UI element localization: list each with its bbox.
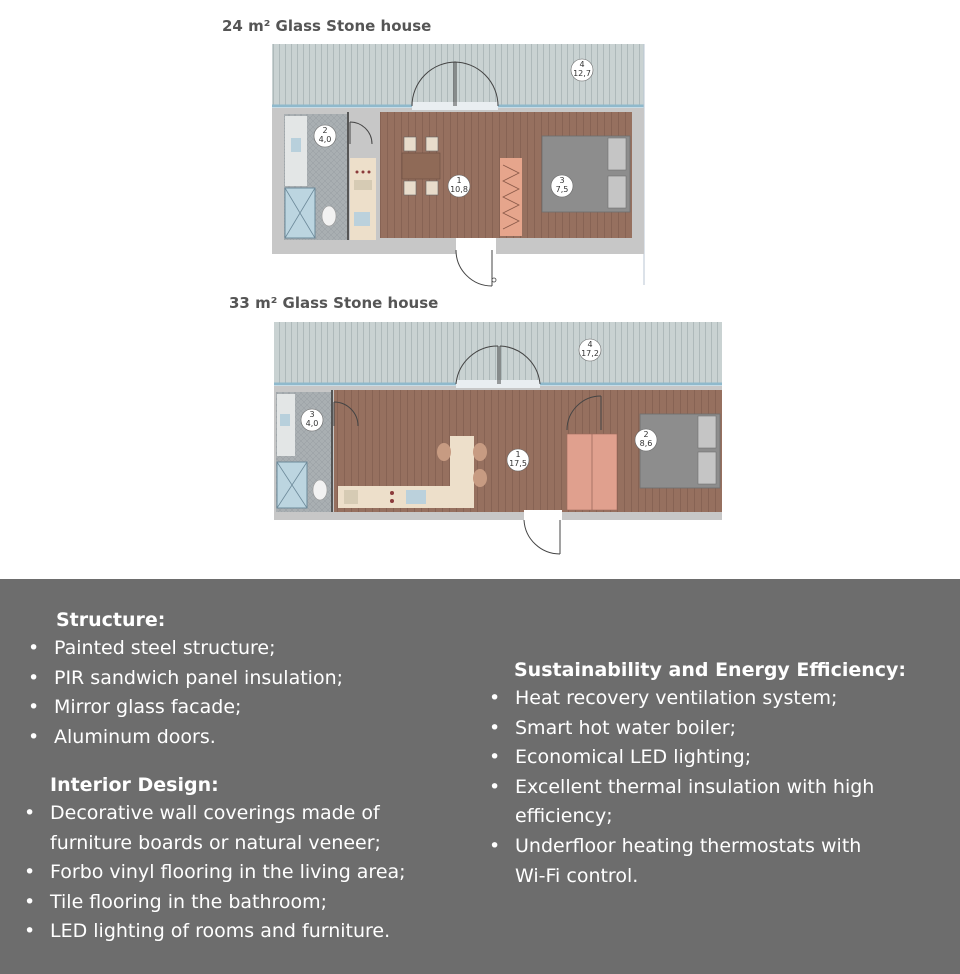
- structure-list: Painted steel structure; PIR sandwich pa…: [28, 634, 343, 752]
- svg-text:1: 1: [456, 176, 461, 185]
- bar-stool: [437, 443, 451, 461]
- svg-text:1: 1: [515, 450, 520, 459]
- svg-text:17,5: 17,5: [509, 459, 527, 468]
- interior-list: Decorative wall coverings made of furnit…: [24, 799, 406, 947]
- svg-text:3: 3: [559, 176, 564, 185]
- room-marker-2: 2 4,0: [313, 124, 337, 148]
- list-item: Painted steel structure;: [28, 634, 343, 664]
- storage-rack: [500, 158, 522, 236]
- svg-text:7,5: 7,5: [556, 185, 569, 194]
- room-marker-3: 3 4,0: [300, 408, 324, 432]
- svg-text:2: 2: [322, 126, 327, 135]
- room-marker-3: 3 7,5: [550, 174, 574, 198]
- room-marker-1: 1 10,8: [447, 174, 471, 198]
- room-marker-4: 4 12,7: [570, 58, 594, 82]
- room-marker-4: 4 17,2: [578, 338, 602, 362]
- list-item: Decorative wall coverings made of: [24, 799, 406, 829]
- list-item: PIR sandwich panel insulation;: [28, 664, 343, 694]
- svg-text:8,6: 8,6: [640, 439, 653, 448]
- list-item: Underfloor heating thermostats with: [489, 832, 874, 862]
- svg-text:2: 2: [643, 430, 648, 439]
- svg-text:4: 4: [587, 340, 592, 349]
- kitchen-island: [450, 436, 474, 508]
- kitchen-counter: [350, 158, 376, 240]
- list-item: efficiency;: [515, 805, 613, 828]
- room-marker-2: 2 8,6: [634, 428, 658, 452]
- sustainability-list: Heat recovery ventilation system; Smart …: [489, 684, 874, 891]
- plan-title-33: 33 m² Glass Stone house: [229, 294, 439, 312]
- list-item: furniture boards or natural veneer;: [50, 831, 381, 854]
- list-item: Forbo vinyl flooring in the living area;: [24, 858, 406, 888]
- interior-heading: Interior Design:: [50, 774, 219, 796]
- list-item: LED lighting of rooms and furniture.: [24, 917, 406, 947]
- list-item: Aluminum doors.: [28, 723, 343, 753]
- toilet-icon: [321, 205, 337, 227]
- list-item: Excellent thermal insulation with high: [489, 773, 874, 803]
- list-item: Heat recovery ventilation system;: [489, 684, 874, 714]
- svg-text:4,0: 4,0: [319, 135, 332, 144]
- floor-plan-24: 1 10,8 2 4,0 3 7,5 4 12,7: [272, 44, 645, 287]
- dining-chair: [425, 136, 439, 152]
- list-item: Wi-Fi control.: [515, 864, 639, 887]
- list-item: Tile flooring in the bathroom;: [24, 888, 406, 918]
- list-item: Economical LED lighting;: [489, 743, 874, 773]
- svg-text:4,0: 4,0: [306, 419, 319, 428]
- structure-heading: Structure:: [56, 609, 166, 631]
- svg-text:10,8: 10,8: [450, 185, 468, 194]
- plan-title-24: 24 m² Glass Stone house: [222, 17, 432, 35]
- dining-chair: [425, 180, 439, 196]
- bar-stool: [473, 443, 487, 461]
- list-item: Mirror glass facade;: [28, 693, 343, 723]
- toilet-icon: [312, 479, 328, 501]
- room-marker-1: 1 17,5: [506, 448, 530, 472]
- dining-chair: [403, 180, 417, 196]
- svg-text:4: 4: [579, 60, 584, 69]
- dining-chair: [403, 136, 417, 152]
- dining-table: [401, 152, 441, 180]
- features-panel: Structure: Painted steel structure; PIR …: [0, 579, 960, 974]
- sustainability-heading: Sustainability and Energy Efficiency:: [514, 659, 907, 681]
- svg-text:3: 3: [309, 410, 314, 419]
- bar-stool: [473, 469, 487, 487]
- list-item: Smart hot water boiler;: [489, 714, 874, 744]
- svg-text:17,2: 17,2: [581, 349, 599, 358]
- floor-plan-33: 1 17,5 2 8,6 3 4,0 4 17,2: [274, 322, 722, 555]
- svg-text:12,7: 12,7: [573, 69, 591, 78]
